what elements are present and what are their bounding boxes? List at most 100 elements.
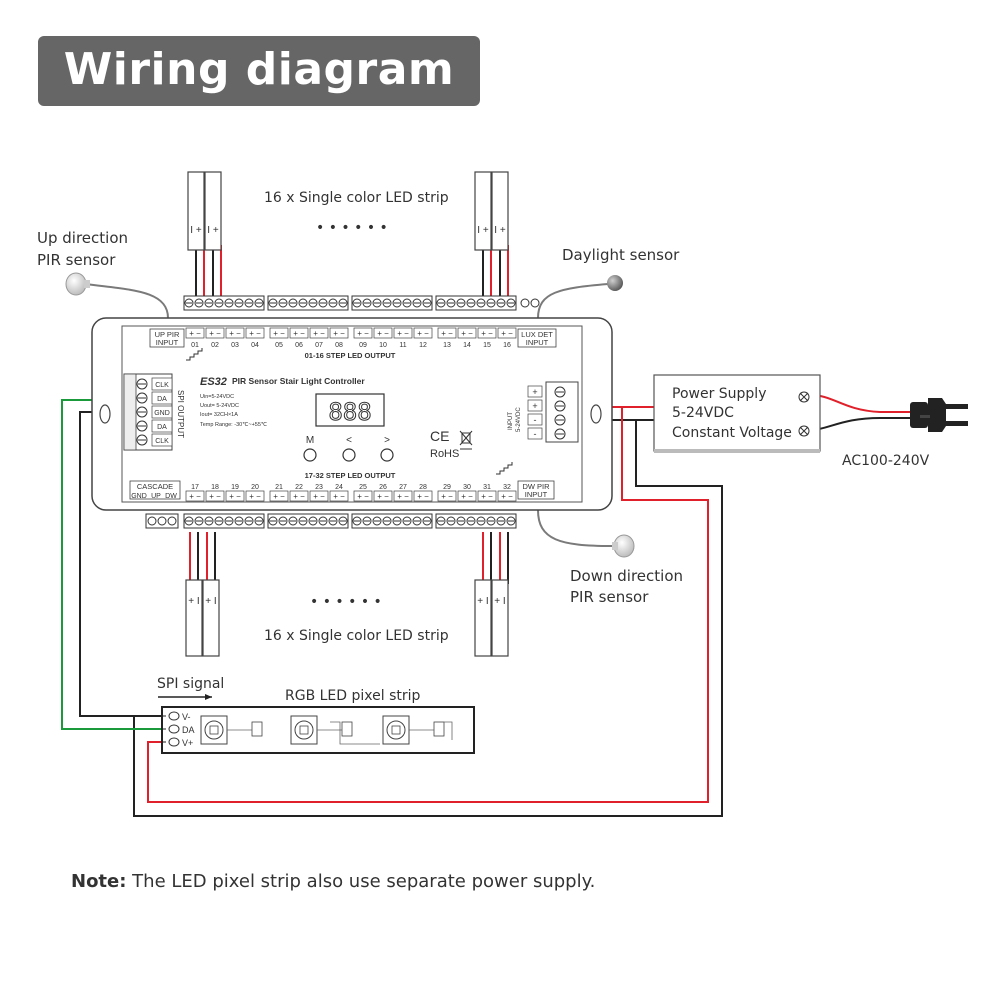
cascade-pin-dw: DW — [165, 493, 177, 500]
bottom-terminal-block-1 — [183, 513, 265, 529]
bottom-channel-22: 22 — [295, 484, 303, 491]
bottom-channel-29: 29 — [443, 484, 451, 491]
daylight-label: Daylight sensor — [562, 246, 680, 264]
down-pir-sensor — [612, 534, 635, 558]
top-terminal-block-2 — [267, 295, 349, 311]
svg-text:+ I: + I — [188, 596, 199, 607]
top-pin-polarity: + − — [357, 329, 369, 338]
down-pir-label-1: Down direction — [570, 567, 683, 585]
button-m[interactable] — [303, 448, 317, 462]
up-pir-sensor — [65, 272, 90, 296]
input-pin-3: - — [534, 429, 537, 439]
bottom-terminal-blocks — [145, 513, 517, 529]
bottom-channel-19: 19 — [231, 484, 239, 491]
top-pin-polarity: + − — [501, 329, 513, 338]
bottom-channel-28: 28 — [419, 484, 427, 491]
top-channel-02: 02 — [211, 342, 219, 349]
top-pin-polarity: + − — [249, 329, 261, 338]
top-pin-polarity: + − — [273, 329, 285, 338]
svg-text:I +: I + — [190, 225, 202, 236]
svg-text:I +: I + — [477, 225, 489, 236]
button-left[interactable] — [342, 448, 356, 462]
daylight-cable — [537, 283, 609, 319]
top-channel-07: 07 — [315, 342, 323, 349]
bottom-pin-polarity: + − — [441, 492, 453, 501]
top-pin-row: + −01+ −02+ −03+ −04+ −05+ −06+ −07+ −08… — [185, 327, 517, 349]
bottom-pin-polarity: + − — [357, 492, 369, 501]
top-terminal-block-4 — [435, 295, 517, 311]
bottom-pin-polarity: + − — [501, 492, 513, 501]
bottom-channel-30: 30 — [463, 484, 471, 491]
controller-inner — [121, 325, 583, 503]
spi-pin-da: DA — [157, 424, 167, 431]
bottom-pin-polarity: + − — [189, 492, 201, 501]
top-channel-14: 14 — [463, 342, 471, 349]
bottom-pin-polarity: + − — [461, 492, 473, 501]
bottom-pin-row: 17+ −18+ −19+ −20+ −21+ −22+ −23+ −24+ −… — [185, 484, 517, 502]
top-pin-polarity: + − — [189, 329, 201, 338]
cascade-pin-up: UP — [151, 493, 161, 500]
power-supply-label-2: 5-24VDC — [672, 405, 734, 421]
cascade-label: CASCADE — [137, 482, 173, 491]
lux-det-input-label-2: INPUT — [526, 338, 549, 347]
segment-display-value: 888 — [328, 398, 371, 426]
top-terminal-block-3 — [351, 295, 433, 311]
bottom-terminal-block-2 — [267, 513, 349, 529]
dw-pir-input-label-2: INPUT — [525, 490, 548, 499]
bottom-pin-polarity: + − — [333, 492, 345, 501]
spi-signal-label: SPI signal — [157, 676, 224, 692]
bottom-strip-dots: • • • • • • — [310, 594, 382, 610]
top-channel-08: 08 — [335, 342, 343, 349]
bottom-pin-polarity: + − — [397, 492, 409, 501]
ce-mark: CE — [430, 428, 449, 444]
bottom-pin-polarity: + − — [249, 492, 261, 501]
bottom-strip-wires — [189, 532, 509, 584]
bottom-channel-24: 24 — [335, 484, 343, 491]
top-channel-15: 15 — [483, 342, 491, 349]
up-pir-input-label-1: UP PIR — [155, 330, 180, 339]
bottom-channel-20: 20 — [251, 484, 259, 491]
button-right[interactable] — [380, 448, 394, 462]
bottom-channel-21: 21 — [275, 484, 283, 491]
top-output-label: 01-16 STEP LED OUTPUT — [305, 351, 396, 360]
spec-uin: Uin=5-24VDC — [200, 394, 234, 400]
up-pir-label-2: PIR sensor — [37, 251, 116, 269]
bottom-pin-polarity: + − — [209, 492, 221, 501]
spi-output-label: SPI OUTPUT — [176, 390, 185, 438]
top-channel-10: 10 — [379, 342, 387, 349]
spec-temp: Temp Range: -30℃~+55℃ — [200, 422, 268, 428]
svg-text:+ I: + I — [494, 596, 505, 607]
mount-hole-right — [590, 404, 602, 424]
down-pir-label-2: PIR sensor — [570, 588, 649, 606]
strip-pin-da: DA — [182, 725, 195, 735]
controller-name: PIR Sensor Stair Light Controller — [232, 376, 365, 386]
spi-pin-clk: CLK — [155, 382, 169, 389]
power-supply-box — [653, 374, 821, 452]
lux-det-input-label-1: LUX DET — [521, 330, 553, 339]
power-input-terminals: + + - - — [527, 381, 579, 443]
title-banner: Wiring diagram — [38, 36, 480, 106]
input-pin-2: - — [534, 415, 537, 425]
bottom-pin-polarity: + − — [229, 492, 241, 501]
bottom-terminal-block-4 — [435, 513, 517, 529]
top-channel-01: 01 — [191, 342, 199, 349]
input-pin-1: + — [532, 401, 537, 411]
bottom-pin-polarity: + − — [481, 492, 493, 501]
button-right-label: > — [384, 435, 390, 446]
pixel-led-chips — [200, 715, 453, 745]
page-title: Wiring diagram — [63, 44, 455, 95]
button-m-label: M — [306, 435, 314, 446]
svg-text:+ I: + I — [477, 596, 488, 607]
dw-pir-input-label-1: DW PIR — [522, 482, 550, 491]
top-channel-03: 03 — [231, 342, 239, 349]
top-led-strips: I + I + I + I + — [187, 171, 509, 251]
top-channel-13: 13 — [443, 342, 451, 349]
strip-pin-vminus: V- — [182, 712, 191, 722]
spec-iout: Iout= 32CH×1A — [200, 412, 238, 418]
input-pin-0: + — [532, 387, 537, 397]
bottom-pin-polarity: + − — [377, 492, 389, 501]
bottom-channel-17: 17 — [191, 484, 199, 491]
segment-display — [315, 393, 385, 427]
